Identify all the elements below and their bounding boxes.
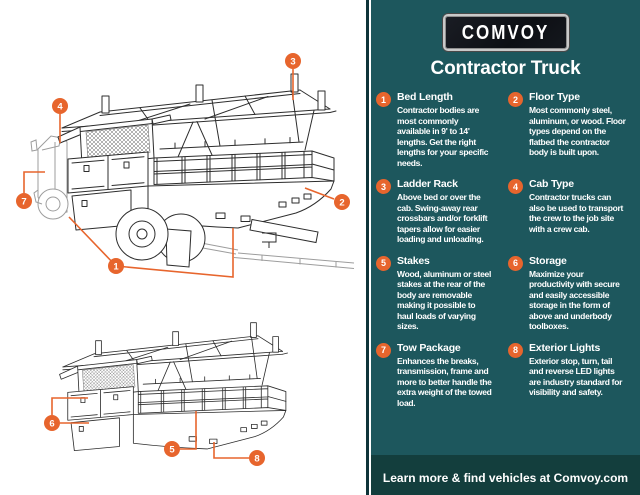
feature-bed-length: 1 Bed Length Contractor bodies are most … (376, 91, 506, 168)
feature-ladder-rack: 3 Ladder Rack Above bed or over the cab.… (376, 178, 506, 245)
svg-text:4: 4 (57, 101, 63, 112)
svg-text:3: 3 (290, 56, 295, 67)
callout-badge-6: 6 (44, 415, 60, 431)
feature-1-title: Bed Length (397, 91, 453, 103)
wheels-and-hitch (115, 207, 319, 268)
panel-divider-light (369, 0, 371, 495)
feature-7-desc: Enhances the breaks, transmission, frame… (397, 355, 492, 408)
feature-7-title: Tow Package (397, 341, 461, 354)
footer-bar: Learn more & find vehicles at Comvoy.com (371, 455, 640, 495)
feature-2-desc: Most commonly steel, aluminum, or wood. … (529, 105, 626, 157)
feature-1-desc: Contractor bodies are most commonly avai… (397, 105, 489, 168)
feature-2-badge: 2 (508, 92, 523, 107)
footer-text: Learn more & find vehicles at Comvoy.com (382, 470, 629, 485)
feature-4-title: Cab Type (529, 178, 574, 190)
panel-divider-dark (366, 0, 369, 495)
feature-3-badge: 3 (376, 179, 391, 194)
callout-6-line (51, 397, 89, 424)
svg-text:1: 1 (113, 261, 119, 272)
callout-7-line (23, 171, 45, 193)
feature-tow-package: 7 Tow Package Enhances the breaks, trans… (376, 342, 506, 409)
callout-5-line (180, 411, 197, 450)
feature-8-badge: 8 (508, 342, 523, 358)
callout-badge-4: 4 (52, 98, 68, 114)
feature-4-desc: Contractor trucks can also be used to tr… (529, 192, 624, 234)
svg-text:6: 6 (49, 418, 54, 429)
chassis-rails (195, 241, 355, 269)
feature-8-title: Exterior Lights (529, 341, 601, 354)
feature-storage: 6 Storage Maximize your productivity wit… (508, 255, 638, 332)
truck-diagram-svg: 1 2 3 4 5 (16, 53, 355, 466)
callout-badge-3: 3 (285, 53, 301, 69)
feature-1-badge: 1 (376, 92, 391, 107)
callout-badge-1: 1 (108, 258, 124, 274)
svg-text:8: 8 (254, 453, 259, 464)
page-title: Contractor Truck (430, 58, 581, 79)
feature-exterior-lights: 8 Exterior Lights Exterior stop, turn, t… (508, 342, 638, 409)
feature-floor-type: 2 Floor Type Most commonly steel, alumin… (508, 91, 638, 168)
callout-badge-2: 2 (334, 194, 350, 210)
feature-3-desc: Above bed or over the cab. Swing-away re… (397, 192, 488, 244)
feature-cab-type: 4 Cab Type Contractor trucks can also be… (508, 178, 638, 245)
feature-2-title: Floor Type (529, 91, 580, 103)
feature-5-desc: Wood, aluminum or steel stakes at the re… (397, 268, 492, 332)
callout-badges: 1 2 3 4 5 (16, 53, 350, 466)
callout-lines (23, 69, 335, 459)
svg-text:2: 2 (339, 197, 344, 208)
feature-6-desc: Maximize your productivity with secure a… (529, 268, 620, 332)
feature-4-badge: 4 (508, 179, 523, 194)
feature-5-title: Stakes (397, 254, 430, 267)
diagram-area: 1 2 3 4 5 (16, 53, 355, 466)
feature-7-badge: 7 (376, 342, 391, 358)
callout-2-line (304, 187, 335, 200)
feature-6-title: Storage (529, 254, 567, 267)
feature-5-badge: 5 (376, 255, 391, 271)
comvoy-logo: COMVOY (442, 14, 569, 51)
svg-text:5: 5 (169, 444, 175, 455)
svg-text:7: 7 (21, 196, 26, 207)
callouts: 1 2 3 4 5 (16, 53, 350, 466)
callout-1-line (68, 216, 234, 278)
callout-badge-7: 7 (16, 193, 32, 209)
feature-list: 1 Bed Length Contractor bodies are most … (371, 91, 640, 408)
callout-8-line (213, 442, 249, 459)
comvoy-logo-text: COMVOY (461, 20, 550, 44)
truck-cab (30, 135, 69, 220)
feature-stakes: 5 Stakes Wood, aluminum or steel stakes … (376, 255, 506, 332)
bottom-truck-illustration (59, 322, 288, 452)
feature-3-title: Ladder Rack (397, 178, 458, 190)
feature-6-badge: 6 (508, 255, 523, 271)
top-truck-illustration (30, 73, 355, 269)
info-panel: COMVOY Contractor Truck 1 Bed Length Con… (371, 0, 640, 495)
feature-8-desc: Exterior stop, turn, tail and reverse LE… (529, 355, 623, 398)
callout-badge-8: 8 (249, 450, 265, 466)
callout-badge-5: 5 (164, 441, 180, 457)
